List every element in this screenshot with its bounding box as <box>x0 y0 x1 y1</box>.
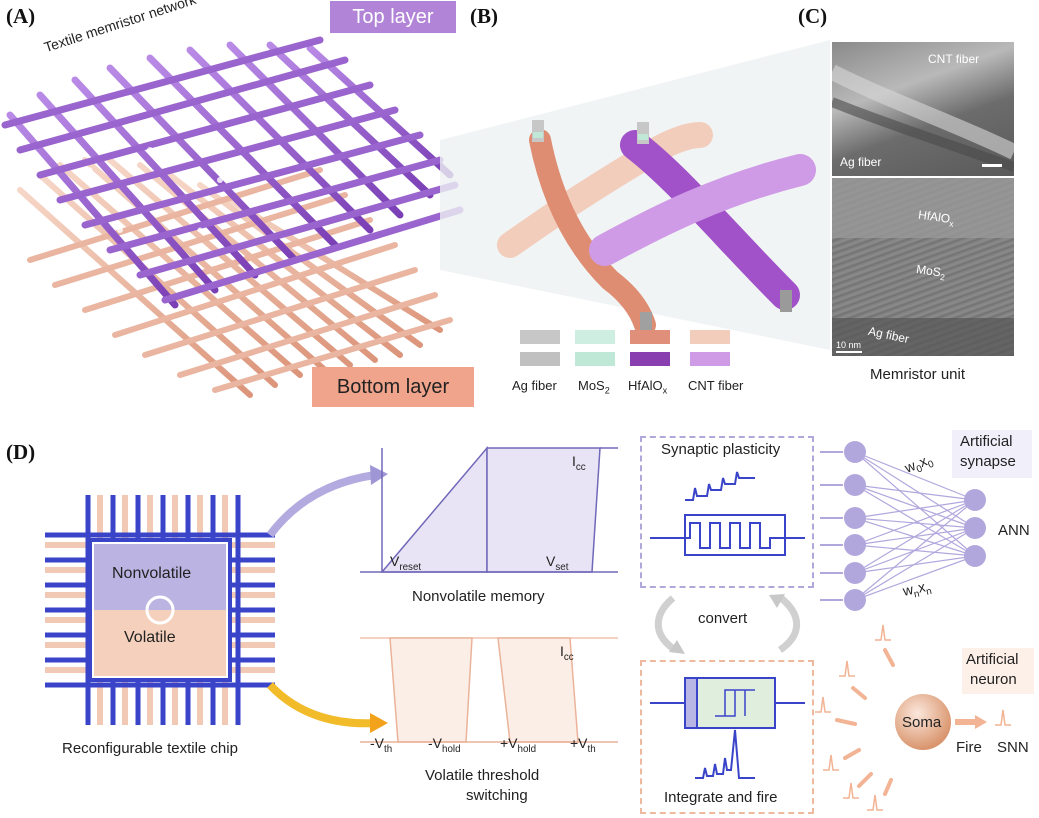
tem-image: HfAlOx MoS2 Ag fiber 10 nm <box>832 178 1014 356</box>
integrate-fire-waveforms <box>650 677 805 779</box>
textile-network-illustration <box>1 36 464 398</box>
volatile-iv-plot <box>360 637 618 743</box>
legend-swatch-hfalo-2 <box>630 352 670 366</box>
top-layer-label: Top layer <box>330 1 456 33</box>
legend-label-ag: Ag fiber <box>512 378 557 393</box>
convert-arrows <box>654 594 800 654</box>
artificial-synapse-bg <box>952 430 1032 478</box>
sem-label-ag: Ag fiber <box>840 155 882 169</box>
chip-caption: Reconfigurable textile chip <box>62 740 238 757</box>
artificial-synapse-line2: synapse <box>960 453 1016 470</box>
tem-bottom-layer <box>832 318 1014 356</box>
synaptic-plasticity-label: Synaptic plasticity <box>661 441 781 458</box>
artificial-synapse-line1: Artificial <box>960 433 1013 450</box>
nv-icc-label: Icc <box>572 453 586 473</box>
artificial-neuron-line1: Artificial <box>966 651 1019 668</box>
legend-swatch-hfalo-1 <box>630 330 670 344</box>
textile-chip <box>45 495 275 725</box>
panel-label-a: (A) <box>6 4 36 28</box>
legend-swatch-cnt-1 <box>690 330 730 344</box>
sem-fibers <box>832 64 1014 172</box>
panel-label-d: (D) <box>6 440 36 464</box>
legend-swatch-ag-2 <box>520 352 560 366</box>
top-layer-weave <box>1 36 464 309</box>
memristor-unit-caption: Memristor unit <box>870 366 966 383</box>
ann-label: ANN <box>998 522 1030 539</box>
synaptic-waveforms <box>650 471 805 556</box>
chip-arrows <box>266 465 388 733</box>
nonvolatile-iv-plot <box>360 445 618 573</box>
memristor-crossbar-illustration <box>440 40 830 350</box>
bottom-layer-label: Bottom layer <box>312 367 474 407</box>
legend-swatch-mos-1 <box>575 330 615 344</box>
v-minus-vhold-label: -Vhold <box>428 735 461 755</box>
artificial-neuron-bg <box>962 648 1034 694</box>
chip-volatile-label: Volatile <box>124 629 176 646</box>
volatile-caption-line2: switching <box>466 787 528 804</box>
v-minus-vth-label: -Vth <box>370 735 393 755</box>
legend-swatch-ag-1 <box>520 330 560 344</box>
weave-sparkles <box>87 137 263 233</box>
legend-label-hfalo: HfAlOx <box>628 378 668 396</box>
snn-label: SNN <box>997 739 1029 756</box>
nv-vreset-label: Vreset <box>390 553 422 573</box>
legend-label-mos: MoS2 <box>578 378 610 396</box>
artificial-neuron-line2: neuron <box>970 671 1017 688</box>
volatile-caption-line1: Volatile threshold <box>425 767 540 784</box>
nv-vset-label: Vset <box>546 553 569 573</box>
fire-label: Fire <box>956 739 982 756</box>
chip-nonvolatile-label: Nonvolatile <box>112 565 192 582</box>
panel-label-c: (C) <box>798 4 828 28</box>
ann-network <box>820 441 986 611</box>
v-plus-vhold-label: +Vhold <box>500 735 537 755</box>
nonvolatile-memory-caption: Nonvolatile memory <box>412 588 545 605</box>
synaptic-plasticity-box <box>640 436 814 588</box>
panel-label-b: (B) <box>470 4 498 28</box>
tem-top-layer <box>832 178 1014 238</box>
tem-label-mos: MoS2 <box>915 262 946 283</box>
material-legend: Ag fiber MoS2 HfAlOx CNT fiber <box>512 330 850 396</box>
integrate-fire-label: Integrate and fire <box>664 789 778 806</box>
sem-image: CNT fiber Ag fiber <box>832 42 1014 176</box>
soma-label: Soma <box>902 714 942 731</box>
snn-neuron <box>815 624 1011 811</box>
legend-label-cnt: CNT fiber <box>688 378 744 393</box>
tem-scale-bar <box>836 351 862 353</box>
integrate-fire-box <box>640 660 814 814</box>
sem-label-cnt: CNT fiber <box>928 52 980 66</box>
v-plus-vth-label: +Vth <box>570 735 596 755</box>
legend-swatch-cnt-2 <box>690 352 730 366</box>
v-icc-label: Icc <box>560 643 574 663</box>
convert-label: convert <box>698 610 748 627</box>
legend-swatch-mos-2 <box>575 352 615 366</box>
tem-scale-label: 10 nm <box>836 340 862 350</box>
